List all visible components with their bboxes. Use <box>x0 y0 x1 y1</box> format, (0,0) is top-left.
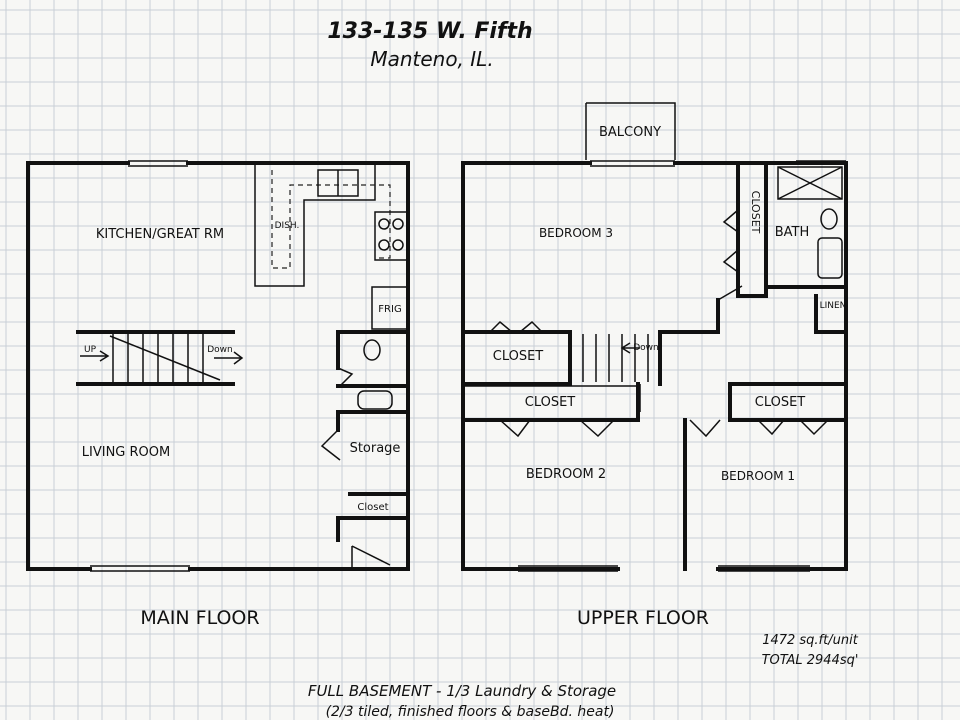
label-closet-b1: CLOSET <box>755 395 806 410</box>
balcony-outline <box>585 102 676 160</box>
toilet-icon <box>363 339 381 361</box>
label-down-upper: Down <box>633 343 659 353</box>
kitchen-upper-cabinets <box>271 170 391 269</box>
closet-b2-shelf <box>463 384 641 412</box>
bathtub-icon <box>777 166 843 200</box>
upper-outer-walls <box>461 161 848 571</box>
main-windows <box>90 160 190 572</box>
main-floor-caption: MAIN FLOOR <box>140 607 259 629</box>
label-closet: Closet <box>357 502 388 513</box>
basement-note-line1: FULL BASEMENT - 1/3 Laundry & Storage <box>308 682 616 700</box>
label-living-room: LIVING ROOM <box>82 445 170 460</box>
main-service-walls <box>336 330 410 542</box>
main-outer-walls <box>26 161 410 571</box>
burner-icon <box>392 218 404 230</box>
label-linen: LINEN <box>820 301 847 311</box>
basement-note-line2: (2/3 tiled, finished floors & baseBd. he… <box>326 704 615 720</box>
label-balcony: BALCONY <box>599 125 661 140</box>
label-dish: DISH. <box>275 221 300 231</box>
label-bath: BATH <box>775 225 810 240</box>
area-per-unit: 1472 sq.ft/unit <box>762 633 859 648</box>
toilet-icon <box>820 208 838 230</box>
door-swing-icon <box>337 367 354 387</box>
address-title: 133-135 W. Fifth <box>327 19 532 44</box>
door-swing-icon <box>320 429 341 461</box>
burner-icon <box>378 218 390 230</box>
label-kitchen: KITCHEN/GREAT RM <box>96 227 224 242</box>
label-bedroom-1: BEDROOM 1 <box>721 469 795 483</box>
stairs-down-arrow-icon <box>620 342 640 354</box>
tub-cross-icon <box>777 166 843 200</box>
stairs-up-arrow-icon <box>80 350 110 362</box>
bifold-door-icons <box>499 419 829 438</box>
city-title: Manteno, IL. <box>370 47 493 71</box>
range-icon <box>374 211 408 261</box>
upper-floor-plan: BALCONY BEDROOM 3 CLOSET BATH LINEN CLOS… <box>461 102 848 629</box>
fridge-icon <box>371 286 409 330</box>
stairs-down-arrow-icon <box>214 351 244 365</box>
burner-icon <box>392 239 404 251</box>
label-frig: FRIG <box>378 304 401 315</box>
label-bedroom-2: BEDROOM 2 <box>526 467 606 482</box>
label-down: Down <box>207 345 233 355</box>
label-bedroom-3: BEDROOM 3 <box>539 226 613 240</box>
upper-windows <box>518 160 846 572</box>
kitchen-counter <box>254 165 376 287</box>
closet-door-icons <box>717 209 743 301</box>
upper-interior-walls <box>461 161 848 334</box>
upper-stairs <box>568 330 662 386</box>
label-storage: Storage <box>350 441 401 456</box>
upper-floor-caption: UPPER FLOOR <box>577 607 709 629</box>
vanity-icon <box>357 390 393 410</box>
label-closet-vertical: CLOSET <box>749 191 762 234</box>
closet-door-icons <box>489 320 543 333</box>
label-closet-left: CLOSET <box>493 349 544 364</box>
vanity-icon <box>817 237 843 279</box>
main-stairs <box>76 330 244 386</box>
main-floor-plan: KITCHEN/GREAT RM LIVING ROOM DISH. FRIG … <box>26 160 410 629</box>
label-up: UP <box>84 345 97 355</box>
label-closet-b2: CLOSET <box>525 395 576 410</box>
area-total: TOTAL 2944sq' <box>762 653 859 668</box>
entry-door-icon <box>351 545 391 569</box>
burner-icon <box>378 239 390 251</box>
bedroom-walls <box>461 382 848 571</box>
